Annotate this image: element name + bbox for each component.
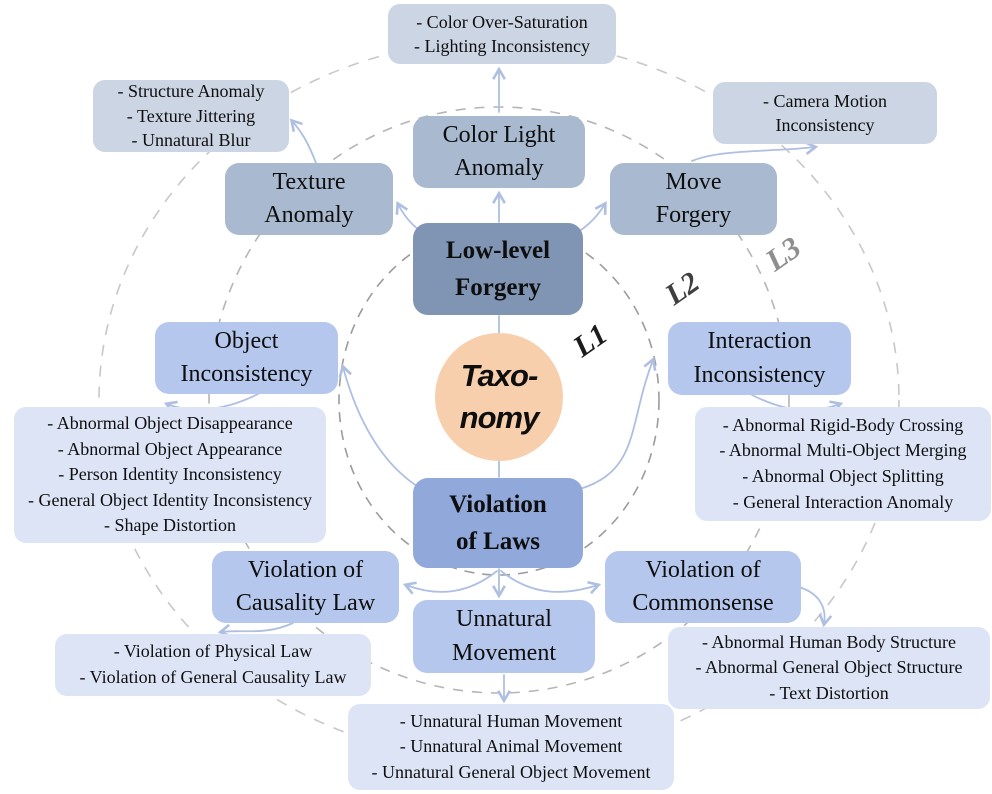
node-violation-of-causality-law: Violation of Causality Law [212,551,399,623]
taxonomy-center-node: Taxo- nomy [435,333,563,461]
node-object-inconsistency: Object Inconsistency [155,322,338,394]
node-interaction-inconsistency: Interaction Inconsistency [668,322,851,395]
arrow-violation-to-causality [402,570,498,595]
leaf-move-forgery: - Camera Motion Inconsistency [713,82,937,144]
node-violation-of-laws: Violation of Laws [413,478,583,568]
leaf-texture-anomaly: - Structure Anomaly - Texture Jittering … [93,80,289,152]
leaf-violation-of-commonsense: - Abnormal Human Body Structure - Abnorm… [668,627,990,709]
arrow-causality-to-leaf [217,622,294,638]
arrow-texture-to-leaf [289,118,317,164]
arrow-violation-to-commonsense [500,570,602,595]
leaf-violation-of-causality-law: - Violation of Physical Law - Violation … [55,634,371,696]
node-violation-of-commonsense: Violation of Commonsense [605,551,801,623]
node-color-light-anomaly: Color Light Anomaly [413,116,585,188]
node-move-forgery: Move Forgery [610,163,777,235]
ring-l1 [338,224,660,576]
leaf-unnatural-movement: - Unnatural Human Movement - Unnatural A… [348,704,674,790]
arrow-move-to-leaf [691,141,819,162]
leaf-color-light-anomaly: - Color Over-Saturation - Lighting Incon… [388,4,616,64]
node-unnatural-movement: Unnatural Movement [413,600,595,673]
arrow-violation-to-object [338,363,421,489]
arrow-violation-to-interaction [579,356,657,490]
arrow-commonsense-to-leaf [798,586,833,628]
leaf-interaction-inconsistency: - Abnormal Rigid-Body Crossing - Abnorma… [695,407,991,521]
node-low-level-forgery: Low-level Forgery [413,223,583,315]
leaf-object-inconsistency: - Abnormal Object Disappearance - Abnorm… [14,407,326,543]
node-texture-anomaly: Texture Anomaly [225,163,393,235]
